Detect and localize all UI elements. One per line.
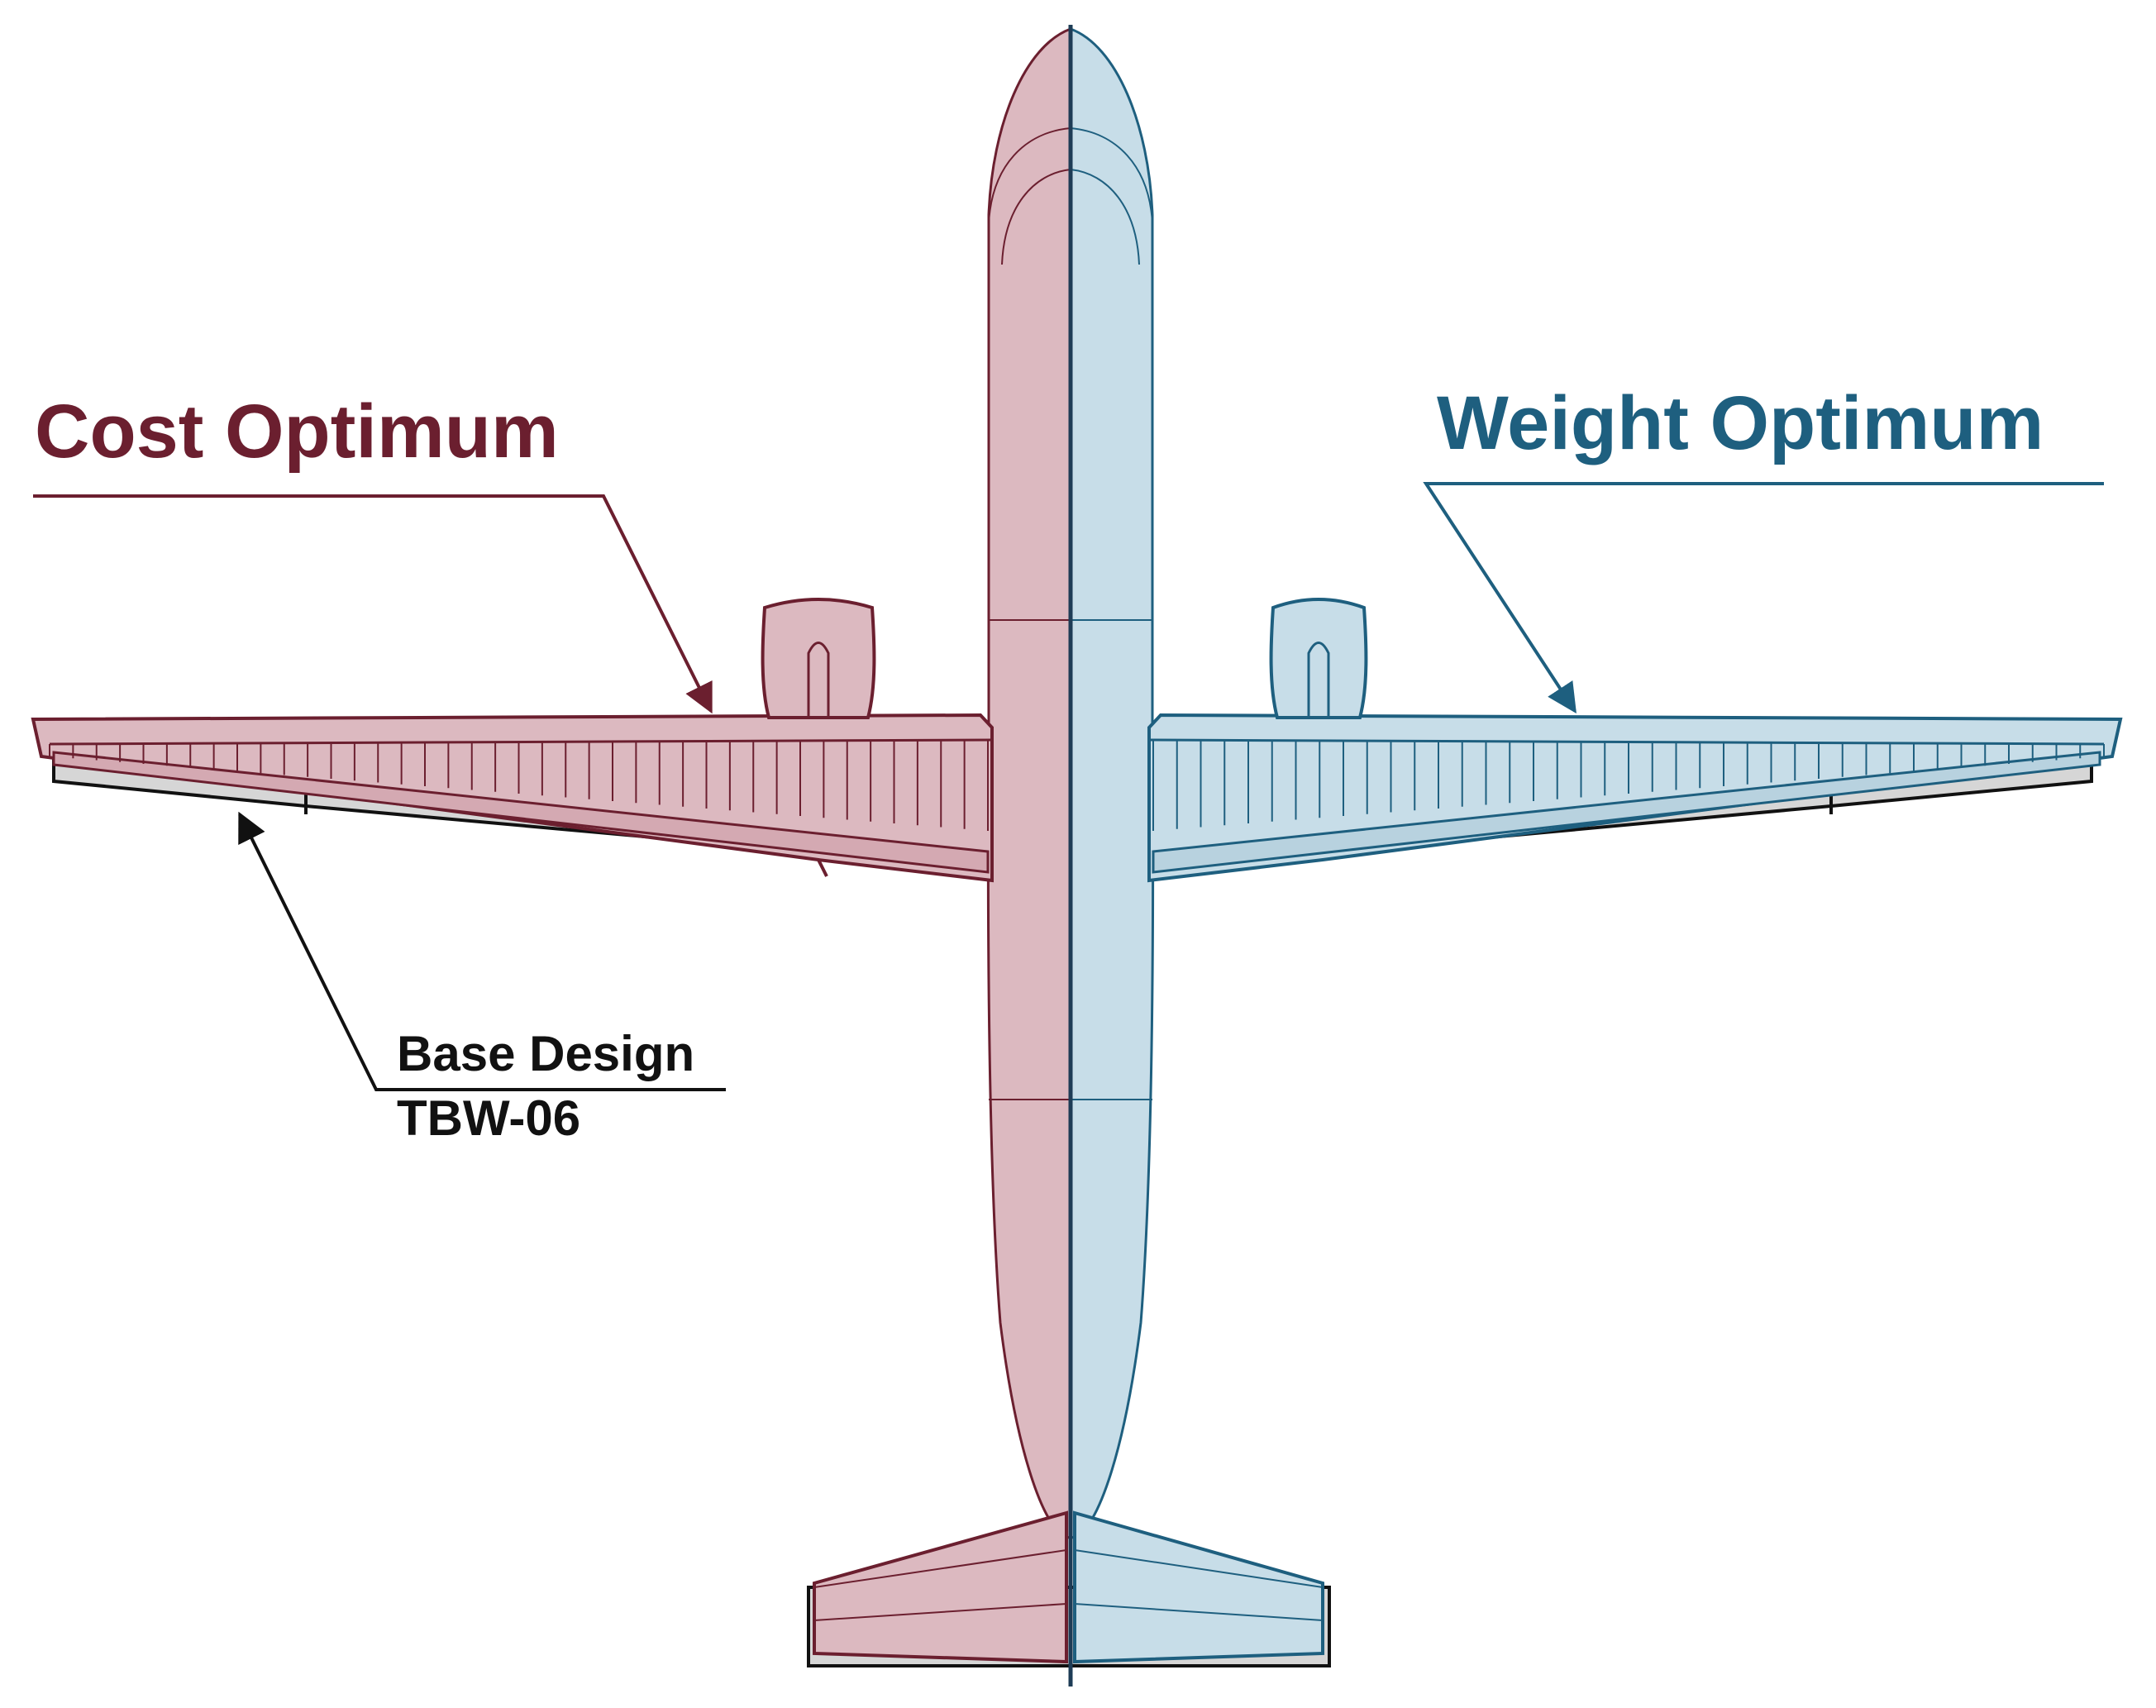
cost-optimum-half: [31, 26, 1072, 1664]
cost-optimum-label: Cost Optimum: [35, 389, 559, 474]
weight-optimum-half: [1069, 26, 2123, 1664]
weight-optimum-label: Weight Optimum: [1437, 381, 2044, 465]
base-design-label: Base Design: [397, 1026, 695, 1081]
weight-horizontal-tail: [1073, 1510, 1324, 1664]
cost-leader-line: [33, 494, 713, 714]
weight-fuselage: [1069, 26, 1155, 1539]
cost-wing-ribs: [49, 740, 989, 831]
weight-leader-line: [1423, 482, 2104, 714]
cost-engine-nacelle: [761, 598, 876, 719]
cost-strut: [52, 751, 990, 874]
weight-strut: [1152, 751, 2101, 874]
cost-horizontal-tail: [813, 1510, 1068, 1664]
weight-wing-ribs: [1152, 740, 2105, 831]
cost-fuselage: [986, 26, 1072, 1539]
base-leader-line: [238, 811, 726, 1091]
weight-engine-nacelle: [1269, 598, 1368, 719]
base-design-id-label: TBW-06: [397, 1090, 581, 1146]
